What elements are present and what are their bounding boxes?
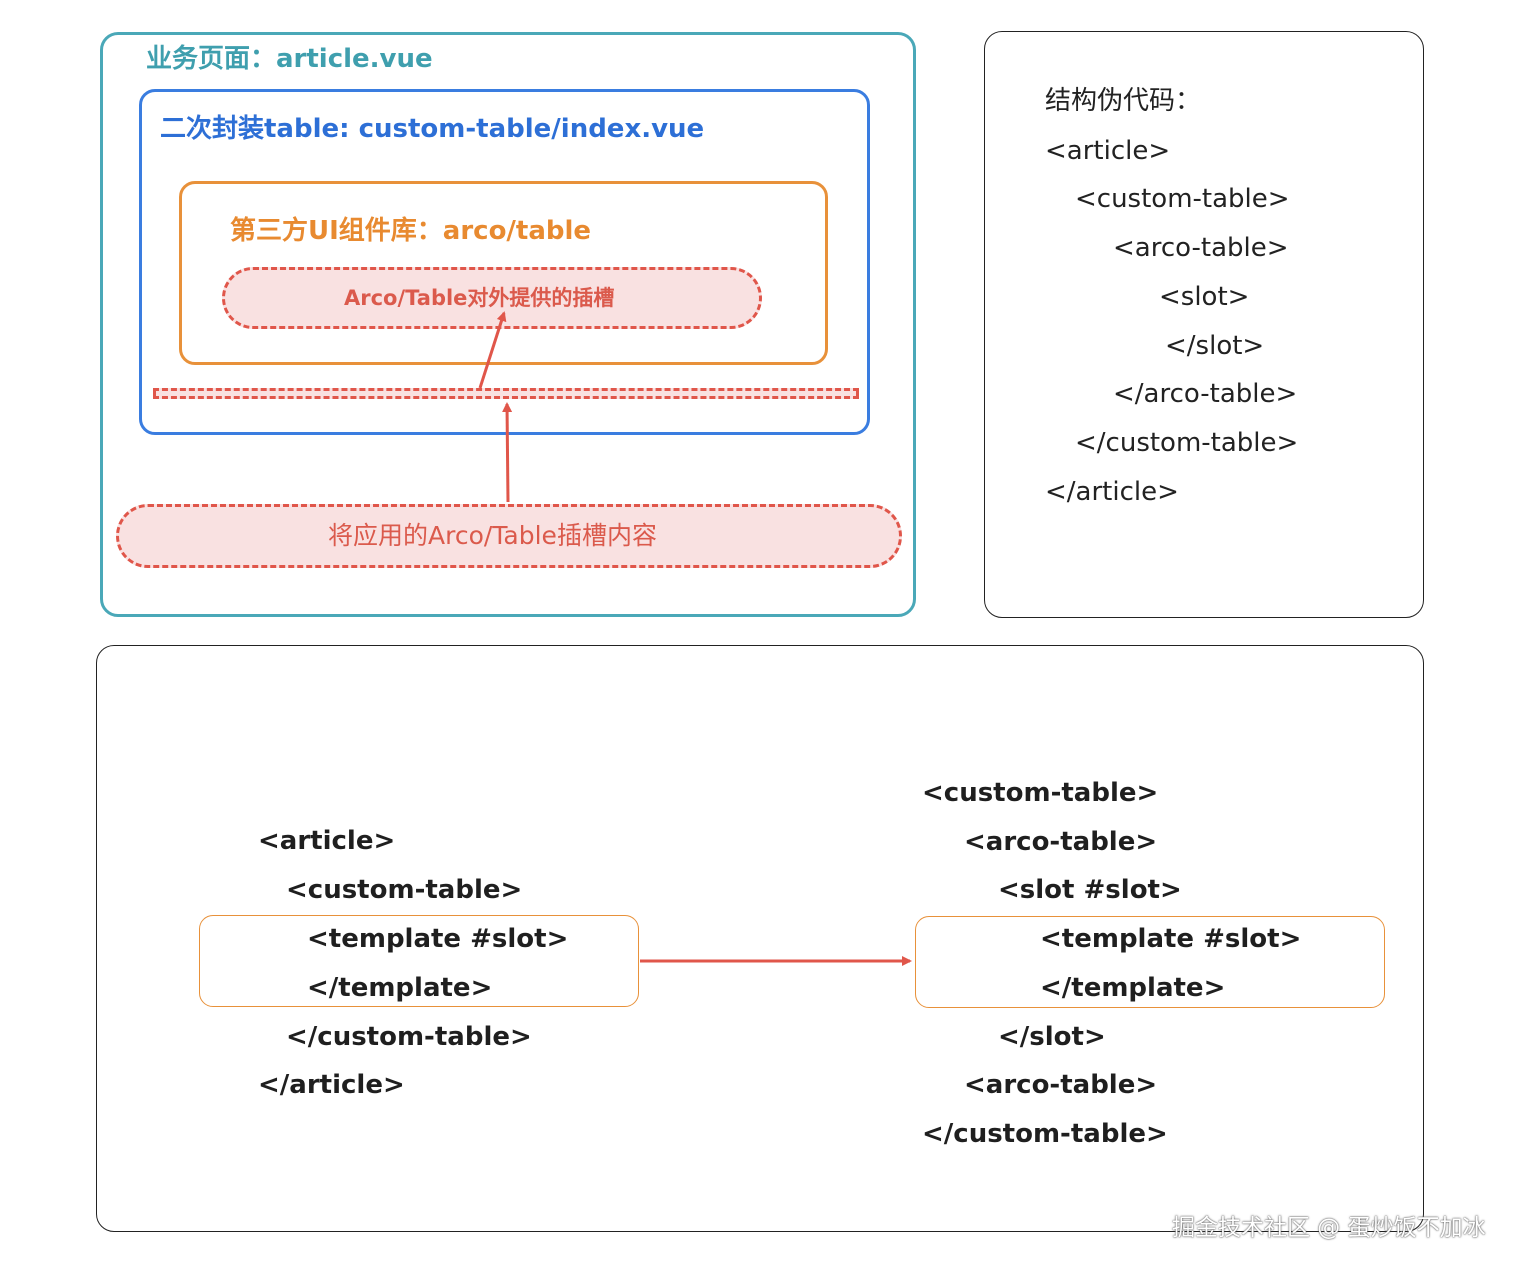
custom-table-slot-bar <box>153 388 859 399</box>
arco-table-container <box>179 181 828 365</box>
impl-code-line: <slot #slot> <box>998 875 1182 905</box>
usage-code-line: </template> <box>307 973 493 1003</box>
impl-code-line: </custom-table> <box>922 1119 1168 1149</box>
pseudo-code-line: <article> <box>1045 136 1171 166</box>
business-page-label: 业务页面：article.vue <box>146 44 433 74</box>
impl-code-line: <custom-table> <box>922 778 1159 808</box>
pseudo-code-title: 结构伪代码： <box>1045 86 1202 116</box>
code-comparison-panel <box>96 645 1424 1232</box>
pseudo-code-line: <custom-table> <box>1075 184 1290 214</box>
arco-slots-pill <box>222 267 762 329</box>
arco-slots-label: Arco/Table对外提供的插槽 <box>344 286 615 310</box>
arco-table-label: 第三方UI组件库：arco/table <box>230 216 592 246</box>
custom-table-container <box>139 89 870 435</box>
pseudo-code-line: <arco-table> <box>1113 233 1289 263</box>
impl-code-line: </slot> <box>998 1022 1106 1052</box>
pseudo-code-line: </custom-table> <box>1075 428 1299 458</box>
pseudo-code-line: </article> <box>1045 477 1179 507</box>
impl-code-line: <template #slot> <box>1040 924 1302 954</box>
arrow-to-slot-bar <box>502 402 513 503</box>
usage-code-line: <article> <box>258 826 396 856</box>
usage-code-line: <custom-table> <box>286 875 523 905</box>
custom-table-label: 二次封装table: custom-table/index.vue <box>160 114 705 144</box>
usage-code-line: </article> <box>258 1070 405 1100</box>
impl-code-line: <arco-table> <box>964 1070 1158 1100</box>
slot-content-label: 将应用的Arco/Table插槽内容 <box>328 521 657 550</box>
usage-template-highlight <box>199 915 639 1007</box>
usage-code-line: <template #slot> <box>307 924 569 954</box>
impl-template-highlight <box>915 916 1385 1008</box>
arrow-to-arco-slots <box>478 311 507 389</box>
impl-code-line: <arco-table> <box>964 827 1158 857</box>
pseudo-code-line: </slot> <box>1165 331 1265 361</box>
usage-code-line: </custom-table> <box>286 1022 532 1052</box>
pseudo-code-line: </arco-table> <box>1113 379 1298 409</box>
impl-code-line: </template> <box>1040 973 1226 1003</box>
pseudo-code-panel <box>984 31 1424 618</box>
slot-content-pill <box>116 504 902 568</box>
watermark: 掘金技术社区 @ 蛋炒饭不加冰 <box>1172 1215 1486 1241</box>
business-page-container <box>100 32 916 617</box>
pseudo-code-line: <slot> <box>1159 282 1250 312</box>
